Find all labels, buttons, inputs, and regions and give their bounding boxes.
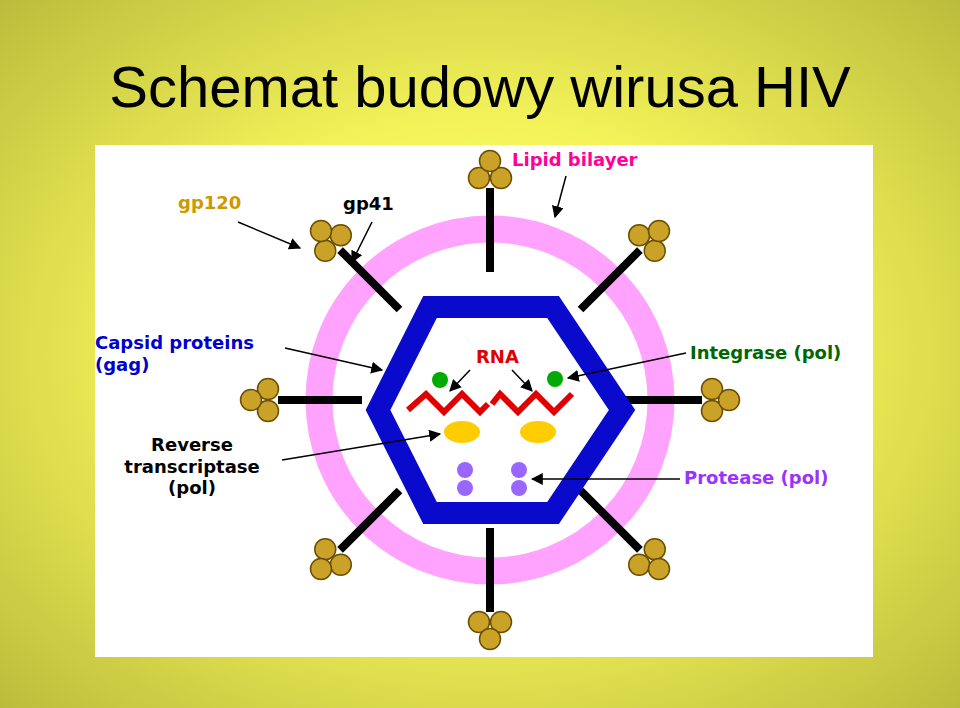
spike-stalk <box>581 491 640 550</box>
gp120-ball <box>315 539 336 560</box>
capsid-label: Capsid proteins (gag) <box>95 332 290 375</box>
gp120-ball <box>629 225 650 246</box>
gp120-ball <box>648 221 669 242</box>
white-panel <box>95 145 873 657</box>
spike-stalk <box>340 491 399 550</box>
reverse-transcriptase <box>444 421 480 443</box>
rna-label: RNA <box>476 346 519 368</box>
spike-stalk <box>486 188 494 272</box>
spike-stalk <box>278 396 362 404</box>
gp120-ball <box>480 151 501 172</box>
gp120-ball <box>480 629 501 650</box>
capsid-hexagon <box>378 307 622 513</box>
protease-label: Protease (pol) <box>684 467 828 489</box>
reverse-transcriptase-label: Reverse transcriptase (pol) <box>106 434 278 499</box>
gp120-ball <box>311 558 332 579</box>
integrase-dot <box>432 372 448 388</box>
leader-lines <box>238 176 686 479</box>
envelope-spikes <box>241 151 740 650</box>
gp41-label: gp41 <box>343 193 394 215</box>
lipid-bilayer-ring <box>319 229 661 571</box>
gp120-ball <box>644 240 665 261</box>
spike-stalk <box>581 250 640 309</box>
gp120-ball <box>629 554 650 575</box>
gp120-ball <box>644 539 665 560</box>
lipid-bilayer-label: Lipid bilayer <box>512 149 637 171</box>
gp120-ball <box>311 221 332 242</box>
rna-strand <box>492 394 572 412</box>
spike-stalk <box>340 250 399 309</box>
gp120-ball <box>719 390 740 411</box>
diagram-title: Schemat budowy wirusa HIV <box>0 58 960 116</box>
gp120-ball <box>315 240 336 261</box>
reverse-transcriptase <box>520 421 556 443</box>
gp120-ball <box>648 558 669 579</box>
gp120-ball <box>330 225 351 246</box>
rna-strand <box>408 394 488 412</box>
spike-stalk <box>486 528 494 612</box>
integrase-label: Integrase (pol) <box>690 342 841 364</box>
integrase-dot <box>547 371 563 387</box>
gp120-ball <box>241 390 262 411</box>
spike-stalk <box>618 396 702 404</box>
gp120-ball <box>330 554 351 575</box>
protease <box>457 462 527 496</box>
gp120-label: gp120 <box>178 192 241 214</box>
